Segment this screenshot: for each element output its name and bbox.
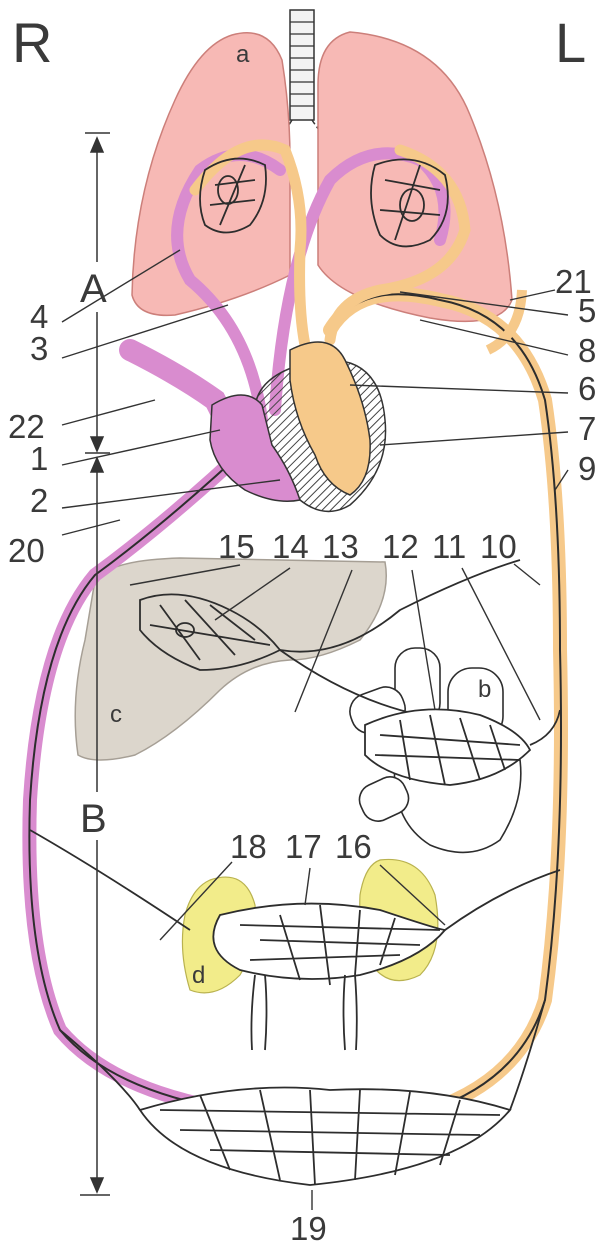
section-a-label: A xyxy=(80,267,107,311)
label-2: 2 xyxy=(30,482,48,519)
label-22: 22 xyxy=(8,408,45,445)
intestine-label: b xyxy=(478,676,491,703)
label-9: 9 xyxy=(578,450,596,487)
lower-body-capillary-network xyxy=(140,1088,510,1186)
label-10: 10 xyxy=(480,528,517,565)
label-15: 15 xyxy=(218,528,255,565)
label-4: 4 xyxy=(30,298,48,335)
label-12: 12 xyxy=(382,528,419,565)
label-20: 20 xyxy=(8,532,45,569)
right-side-label: R xyxy=(12,11,52,74)
label-3: 3 xyxy=(30,330,48,367)
label-14: 14 xyxy=(272,528,309,565)
liver-label: c xyxy=(110,701,122,728)
label-7: 7 xyxy=(578,410,596,447)
label-8: 8 xyxy=(578,332,596,369)
label-11: 11 xyxy=(432,528,466,565)
label-18: 18 xyxy=(230,828,267,865)
label-19: 19 xyxy=(290,1210,327,1247)
liver xyxy=(75,558,386,760)
label-21: 21 xyxy=(555,263,592,300)
kidney-label: d xyxy=(192,962,205,989)
left-side-label: L xyxy=(555,11,586,74)
section-b-label: B xyxy=(80,797,107,841)
label-13: 13 xyxy=(322,528,359,565)
label-6: 6 xyxy=(578,370,596,407)
label-1: 1 xyxy=(30,440,48,477)
label-16: 16 xyxy=(335,828,372,865)
label-17: 17 xyxy=(285,828,322,865)
lung-label: a xyxy=(236,41,250,68)
